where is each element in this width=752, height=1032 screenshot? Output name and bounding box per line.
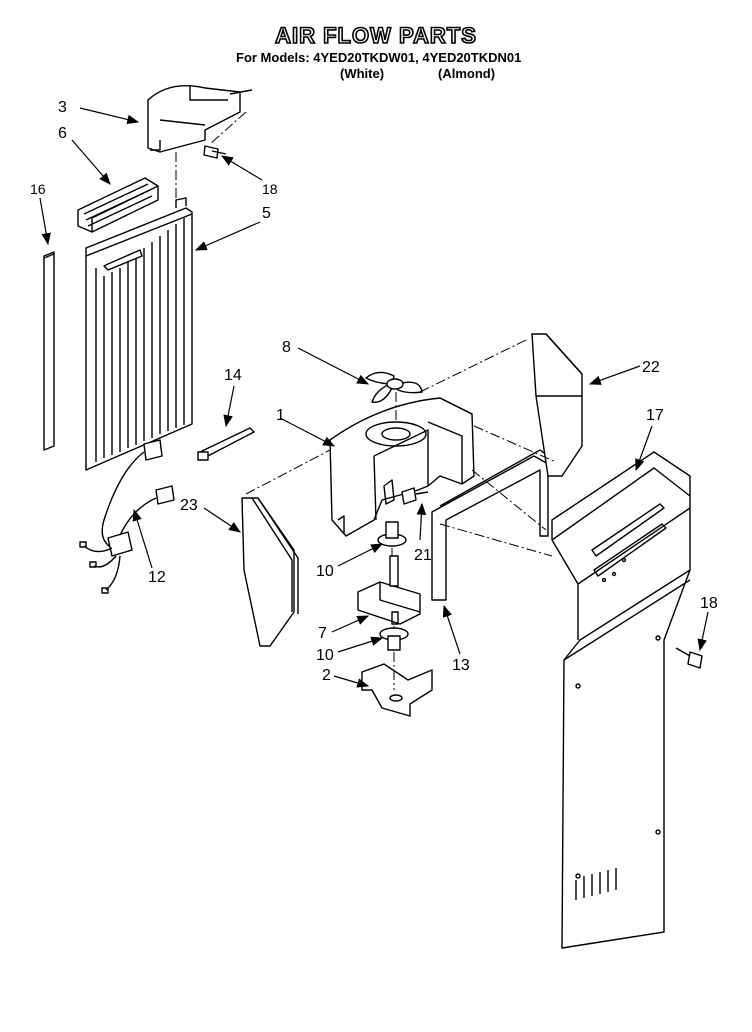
callout-1: 1 bbox=[276, 407, 285, 424]
callout-17: 17 bbox=[646, 407, 664, 424]
part-1-fan-housing bbox=[329, 397, 475, 537]
models-line: For Models: 4YED20TKDW01, 4YED20TKDN01 bbox=[236, 50, 522, 65]
callout-12: 12 bbox=[148, 569, 166, 586]
callout-18-top: 18 bbox=[262, 181, 278, 197]
callout-labels: 3 6 16 18 5 8 14 1 23 12 10 21 22 17 7 1… bbox=[30, 99, 718, 684]
callout-21: 21 bbox=[414, 547, 432, 564]
part-18-screw-side bbox=[675, 647, 703, 669]
part-23-left-baffle bbox=[241, 497, 299, 647]
part-6-grille bbox=[77, 177, 159, 233]
part-3-top-duct bbox=[147, 85, 253, 153]
diagram-title: AIR FLOW PARTS bbox=[274, 23, 477, 49]
callout-16: 16 bbox=[30, 181, 46, 197]
part-22-side-baffle bbox=[531, 333, 583, 477]
part-16-strip bbox=[43, 251, 55, 451]
callout-10-upper: 10 bbox=[316, 563, 334, 580]
part-10-grommet-upper bbox=[377, 521, 407, 547]
callout-14: 14 bbox=[224, 367, 242, 384]
callout-13: 13 bbox=[452, 657, 470, 674]
callout-2: 2 bbox=[322, 667, 331, 684]
part-8-fan-blade bbox=[365, 371, 423, 403]
callout-6: 6 bbox=[58, 125, 67, 142]
part-2-motor-bracket bbox=[361, 663, 433, 717]
variant-white: (White) bbox=[340, 66, 385, 81]
part-10-grommet-lower bbox=[379, 627, 409, 651]
callout-18-side: 18 bbox=[700, 595, 718, 612]
callout-3: 3 bbox=[58, 99, 67, 116]
part-21-screw bbox=[401, 487, 429, 505]
part-7-motor bbox=[357, 555, 421, 625]
callout-7: 7 bbox=[318, 625, 327, 642]
part-18-screw-top bbox=[203, 145, 227, 159]
assembly-lines bbox=[175, 111, 557, 690]
leader-lines bbox=[39, 107, 709, 688]
callout-22: 22 bbox=[642, 359, 660, 376]
part-17-evaporator-cover bbox=[551, 451, 691, 949]
callout-23: 23 bbox=[180, 497, 198, 514]
part-5-rear-panel bbox=[85, 197, 193, 471]
part-14-wire-tie bbox=[197, 427, 255, 461]
callout-8: 8 bbox=[282, 339, 291, 356]
callout-5: 5 bbox=[262, 205, 271, 222]
variant-almond: (Almond) bbox=[438, 66, 496, 81]
part-12-wire-harness bbox=[79, 439, 175, 594]
diagram-header: AIR FLOW PARTS For Models: 4YED20TKDW01,… bbox=[0, 0, 752, 90]
callout-10-lower: 10 bbox=[316, 647, 334, 664]
